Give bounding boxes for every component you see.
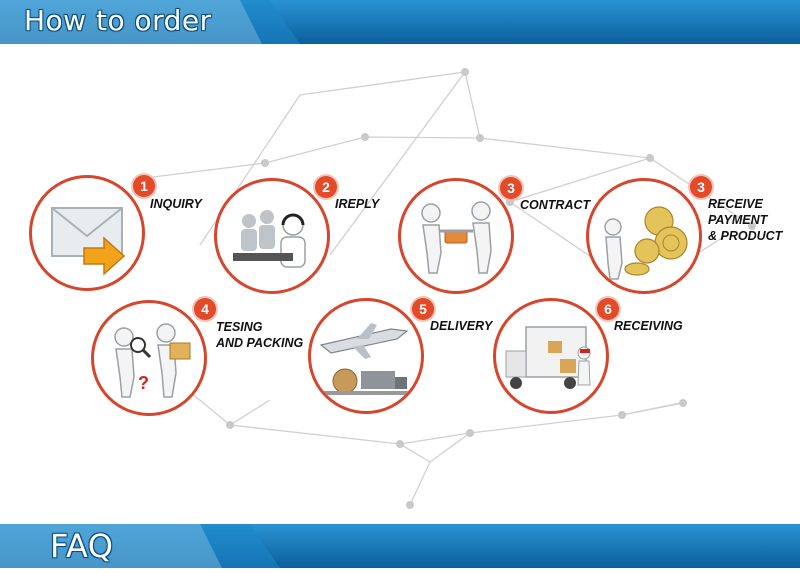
step-number-badge: 4	[194, 298, 216, 320]
step-number-badge: 3	[500, 177, 522, 199]
step-reply-circle	[214, 178, 330, 294]
step-receiving-circle	[493, 298, 609, 414]
step-number-badge: 6	[597, 298, 619, 320]
handshake-icon	[401, 181, 511, 291]
step-label-receiving: RECEIVING	[614, 318, 683, 334]
step-number-badge: 3	[690, 176, 712, 198]
step-payment-circle	[586, 178, 702, 294]
step-number-badge: 1	[133, 175, 155, 197]
footer-banner-shape	[0, 524, 800, 568]
step-label-contract: CONTRACT	[520, 197, 590, 213]
step-label-line: & PRODUCT	[708, 228, 782, 244]
step-testing-circle: ?	[91, 300, 207, 416]
step-number-badge: 2	[315, 176, 337, 198]
step-label-delivery: DELIVERY	[430, 318, 492, 334]
step-label-line: TESING	[216, 319, 303, 335]
airplane-cargo-icon	[311, 301, 421, 411]
step-label-payment: RECEIVE PAYMENT & PRODUCT	[708, 196, 782, 244]
step-label-line: PAYMENT	[708, 212, 782, 228]
faq-heading: FAQ	[50, 527, 113, 565]
step-number-badge: 5	[412, 298, 434, 320]
step-label-testing: TESING AND PACKING	[216, 319, 303, 351]
step-label-line: AND PACKING	[216, 335, 303, 351]
step-contract-circle	[398, 178, 514, 294]
step-label-reply: IREPLY	[335, 196, 379, 212]
svg-text:?: ?	[138, 373, 149, 393]
customer-service-icon	[217, 181, 327, 291]
step-delivery-circle	[308, 298, 424, 414]
footer-banner: FAQ	[0, 524, 800, 568]
truck-unloading-icon	[496, 301, 606, 411]
envelope-arrow-icon	[32, 178, 142, 288]
step-label-line: RECEIVE	[708, 196, 782, 212]
step-inquiry-circle	[29, 175, 145, 291]
coins-icon	[589, 181, 699, 291]
step-label-inquiry: INQUIRY	[150, 196, 202, 212]
inspection-icon: ?	[94, 303, 204, 413]
